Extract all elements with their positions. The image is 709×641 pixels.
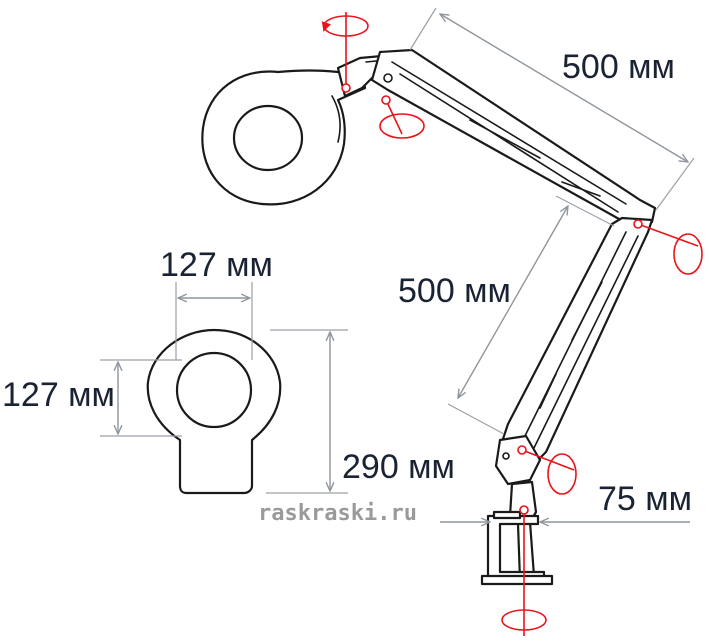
dim-head-height: 127 мм bbox=[2, 376, 115, 414]
rotation-marker-elbow bbox=[633, 219, 703, 275]
front-lens bbox=[175, 351, 253, 429]
dim-total-height: 290 мм bbox=[342, 448, 455, 486]
rotation-marker-base-joint bbox=[517, 445, 577, 495]
rotation-marker-head-top bbox=[321, 12, 369, 93]
lower-arm bbox=[494, 216, 654, 486]
lens-ring bbox=[232, 104, 304, 172]
dimension-lines bbox=[100, 7, 695, 522]
dim-arm-lower: 500 мм bbox=[398, 272, 511, 310]
dim-arm-upper: 500 мм bbox=[562, 48, 675, 86]
watermark: raskraski.ru bbox=[258, 501, 417, 526]
rotation-marker-head-side bbox=[379, 95, 425, 139]
lamp-head-perspective bbox=[201, 54, 400, 206]
dim-head-width: 127 мм bbox=[160, 246, 273, 284]
lamp-head-front bbox=[146, 328, 282, 495]
dim-clamp-depth: 75 мм bbox=[598, 480, 692, 518]
clamp-base bbox=[480, 480, 554, 586]
rotation-marker-base bbox=[501, 505, 547, 636]
rotation-markers bbox=[321, 12, 703, 636]
